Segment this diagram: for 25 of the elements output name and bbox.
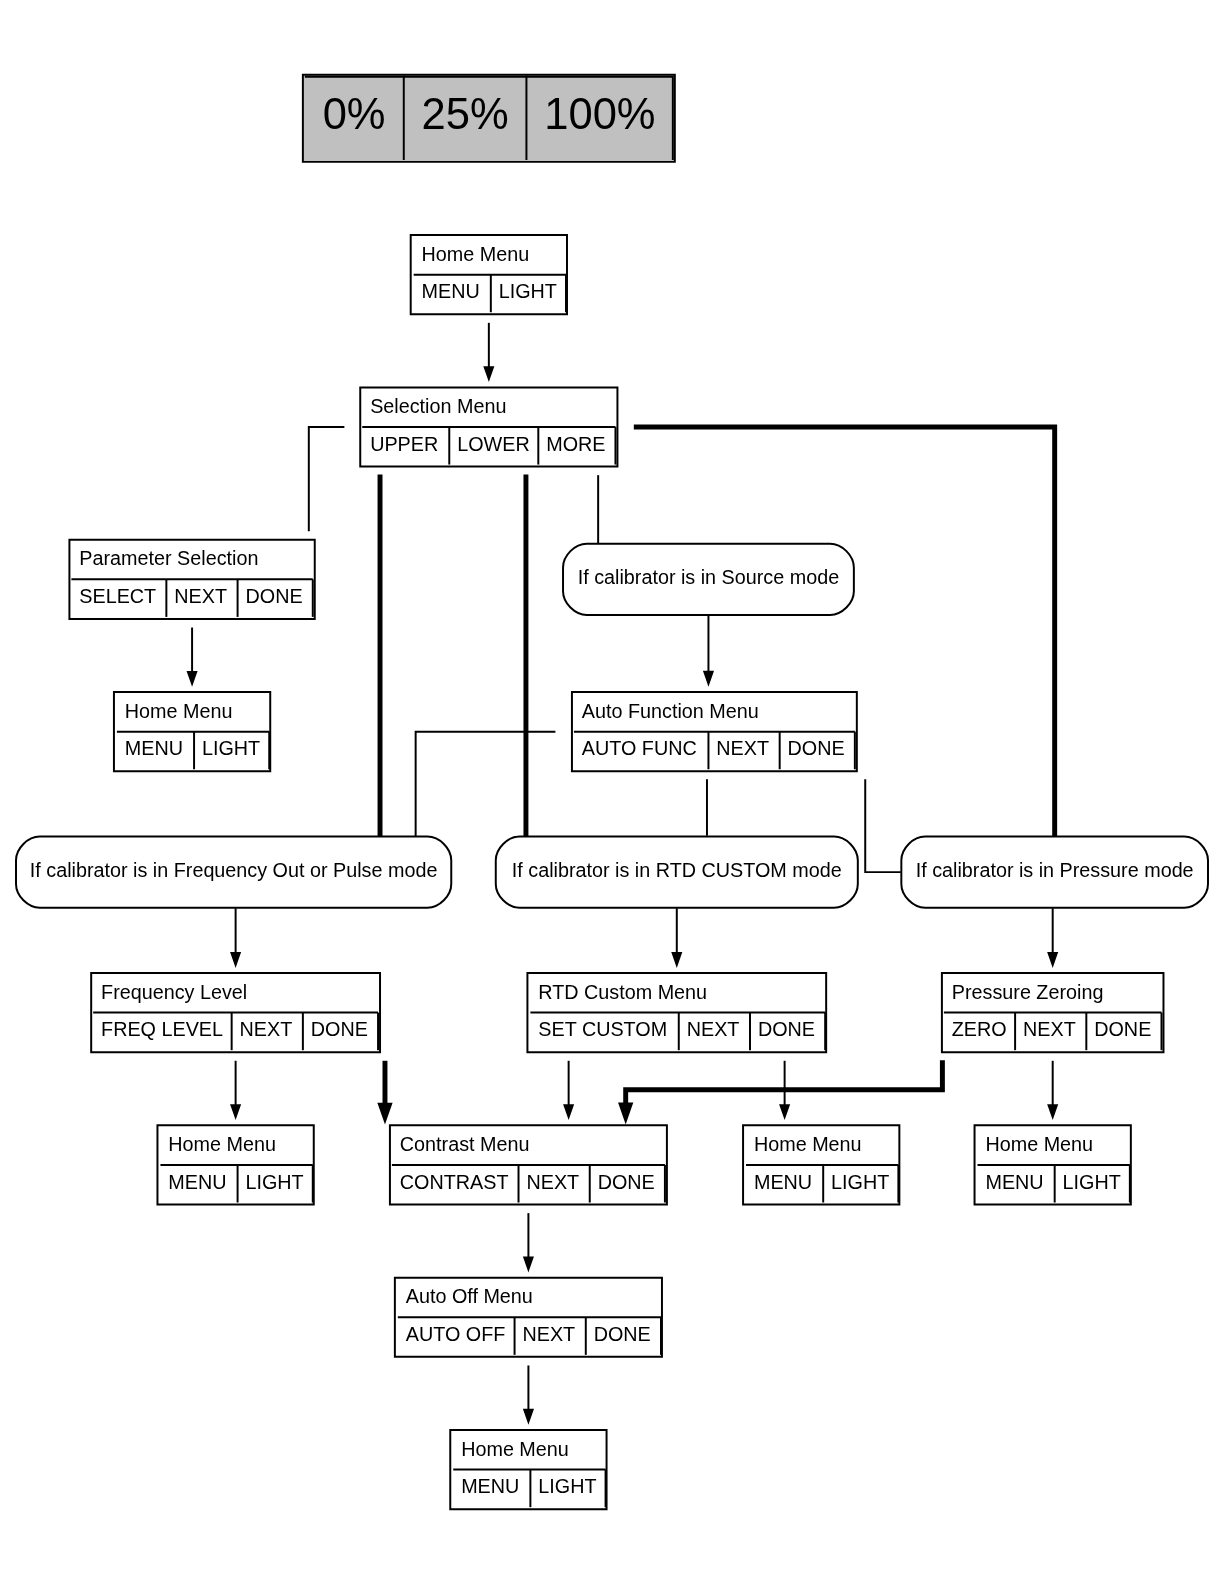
arrow [702,614,714,687]
node-box: If calibrator is in RTD CUSTOM mode [494,835,859,909]
arrow [671,907,683,968]
arrow [1047,1059,1059,1121]
node-box: If calibrator is in Source mode [562,542,855,616]
arrow [377,1060,393,1125]
arrow [1047,907,1059,968]
connector [705,778,708,837]
arrow [522,1364,534,1425]
connector [864,778,902,874]
arrow [563,1059,575,1121]
node-box: If calibrator is in Frequency Out or Pulse mode [15,835,453,909]
connector [597,474,600,544]
connector [307,426,346,533]
arrow [779,1059,791,1121]
arrow [522,1212,534,1273]
connector [414,730,557,837]
arrow [186,626,198,687]
arrow [230,907,242,968]
connector [523,474,529,837]
connector [377,474,383,837]
arrow [230,1059,242,1121]
arrow [483,321,495,383]
node-box: If calibrator is in Pressure mode [900,835,1209,909]
connector [633,424,1058,837]
